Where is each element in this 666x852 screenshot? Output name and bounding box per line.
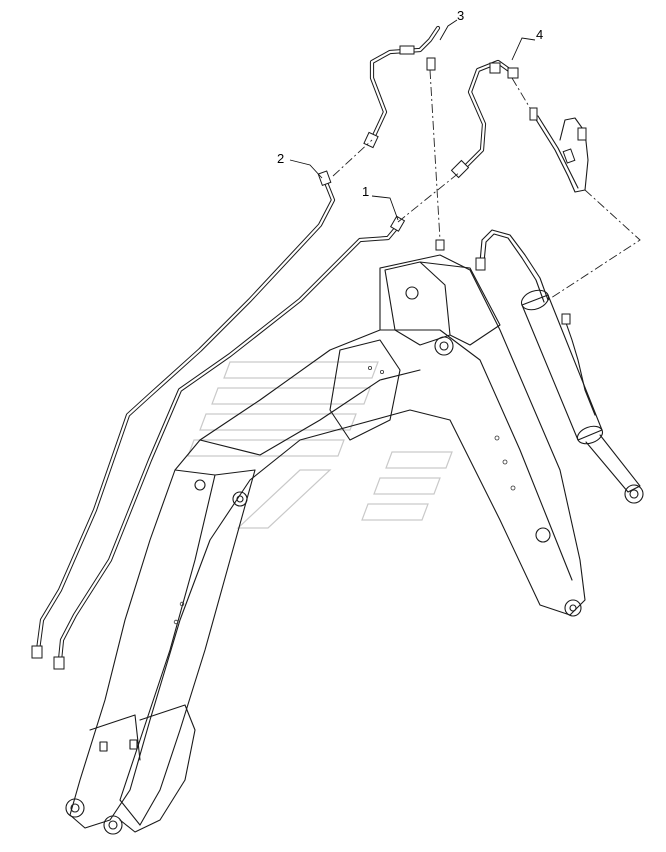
hydraulic-cylinder xyxy=(520,289,644,504)
hydraulic-tube-2 xyxy=(31,170,336,659)
hydraulic-tube-4 xyxy=(450,59,519,179)
callout-4: 4 xyxy=(536,27,543,42)
brand-logo-watermark xyxy=(187,361,453,529)
loader-boom xyxy=(65,254,586,835)
callout-3: 3 xyxy=(457,8,464,23)
callout-1: 1 xyxy=(362,184,369,199)
boom-hose xyxy=(435,229,549,303)
callout-leaders xyxy=(289,19,536,221)
flexible-hose xyxy=(529,107,589,193)
assembly-lines xyxy=(332,69,641,301)
hydraulic-tube-3 xyxy=(363,25,441,149)
callout-2: 2 xyxy=(277,151,284,166)
